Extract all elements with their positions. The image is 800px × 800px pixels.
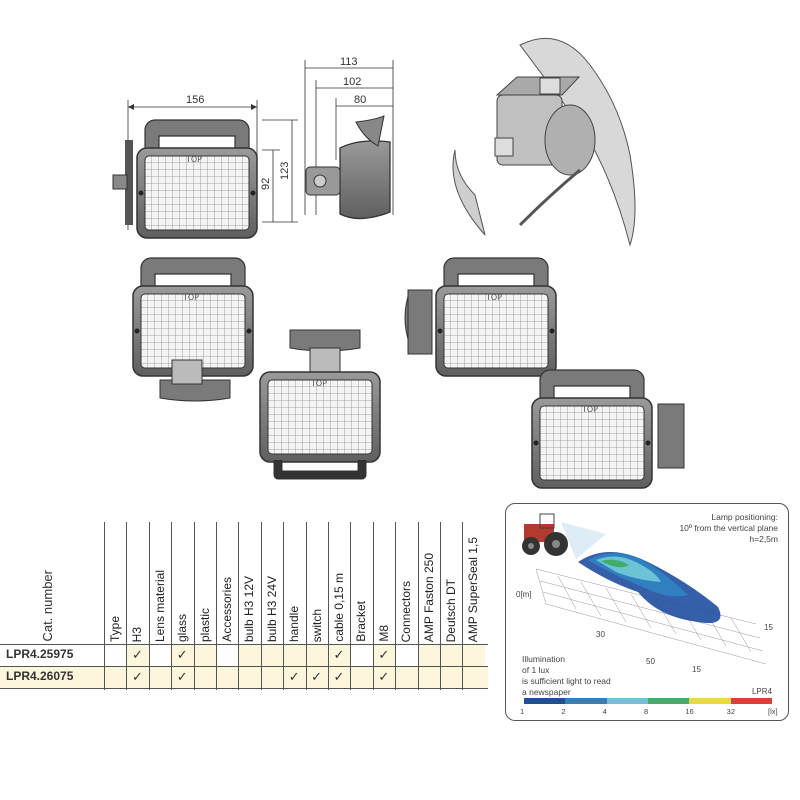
table-row: LPR4.26075 ✓ ✓ ✓ ✓ ✓ ✓	[0, 666, 488, 688]
mounting-variant-2: TOP	[259, 329, 381, 480]
lux-tick-label: 4	[602, 707, 607, 716]
svg-text:TOP: TOP	[485, 293, 502, 302]
check-handle: ✓	[288, 669, 300, 684]
svg-text:TOP: TOP	[310, 379, 327, 388]
check-switch: ✓	[311, 669, 323, 684]
axis-origin-label: 0[m]	[516, 590, 532, 599]
column-header-conn: Connectors	[399, 580, 414, 642]
column-header-ampss: AMP SuperSeal 1,5	[466, 536, 481, 642]
dimension-width: 156	[186, 94, 204, 106]
lux-tick-label: 16	[685, 707, 694, 716]
column-header-cable: cable 0,15 m	[332, 573, 346, 642]
column-header-m8: M8	[376, 625, 391, 642]
table-row: LPR4.25975 ✓ ✓ ✓ ✓	[0, 644, 488, 666]
axis-30-label: 30	[596, 630, 605, 639]
model-label: LPR4	[751, 687, 772, 696]
column-header-deutsch: Deutsch DT	[444, 578, 458, 642]
column-header-bracket: Bracket	[354, 601, 369, 642]
check-glass: ✓	[176, 647, 188, 662]
lux-tick-label: 2	[561, 707, 566, 716]
column-header-type: Type	[108, 615, 122, 642]
dimension-height-inner: 92	[260, 178, 272, 190]
lux-scale-ticks: 1 2 4 8 16 32 [lx]	[520, 707, 780, 717]
check-m8: ✓	[378, 669, 390, 684]
lux-tick-label: 1	[520, 707, 525, 716]
spec-table: Cat. number Type H3 Lens material glass plas…	[0, 522, 490, 692]
lux-tick-label: [lx]	[768, 707, 778, 716]
cat-number: LPR4.25975	[6, 647, 74, 661]
column-header-amp250: AMP Faston 250	[421, 552, 436, 642]
mounting-variant-3: TOP	[404, 257, 557, 377]
check-cable: ✓	[333, 669, 345, 684]
lux-tick-label: 8	[644, 707, 649, 716]
column-header-h3: H3	[130, 626, 145, 642]
dimension-depth-total: 113	[340, 56, 358, 68]
column-header-glass: glass	[175, 613, 190, 642]
cat-number: LPR4.26075	[6, 669, 74, 683]
axis-50-label: 50	[646, 657, 655, 666]
illumination-diagram: 0[m] 30 50 15 15 Lamp positioning: 10º f…	[505, 503, 789, 721]
lamp-positioning-note: Lamp positioning: 10º from the vertical …	[679, 512, 778, 544]
illumination-note: Illumination of 1 lux is sufficient ligh…	[522, 654, 611, 697]
dimension-height-outer: 123	[279, 162, 291, 180]
check-glass: ✓	[176, 669, 188, 684]
check-cable: ✓	[333, 647, 345, 662]
column-header-lens: Lens material	[152, 569, 167, 642]
light-distribution-plot: 0[m] 30 50 15 15	[516, 513, 773, 674]
check-m8: ✓	[378, 647, 390, 662]
column-header-switch: switch	[309, 608, 324, 642]
column-header-bulb24: bulb H3 24V	[264, 575, 279, 642]
svg-text:TOP: TOP	[182, 293, 199, 302]
dimension-depth-mid: 102	[343, 76, 361, 88]
lux-color-scale	[524, 698, 772, 704]
top-marking: TOP	[185, 155, 202, 164]
mounting-variant-1: TOP	[132, 257, 254, 402]
tractor-icon	[522, 513, 568, 556]
technical-drawings: 156 92 123 TOP 113 102 80	[112, 37, 685, 489]
axis-15-label: 15	[764, 623, 773, 632]
front-view-drawing: 156 92 123 TOP	[112, 94, 298, 239]
lux-tick-label: 32	[726, 707, 735, 716]
rotation-illustration	[452, 37, 636, 247]
check-h3: ✓	[131, 647, 143, 662]
mounting-variant-4: TOP	[531, 369, 685, 489]
axis-15-label: 15	[692, 665, 701, 674]
cat-number-header: Cat. number	[40, 570, 55, 642]
side-view-drawing: 113 102 80	[304, 56, 394, 220]
column-header-bulb12: bulb H3 12V	[242, 575, 257, 642]
column-header-handle: handle	[287, 605, 302, 642]
svg-text:TOP: TOP	[581, 405, 598, 414]
column-header-plastic: plastic	[197, 607, 212, 642]
check-h3: ✓	[131, 669, 143, 684]
dimension-depth-body: 80	[354, 94, 366, 106]
column-header-acc: Accessories	[220, 577, 234, 642]
